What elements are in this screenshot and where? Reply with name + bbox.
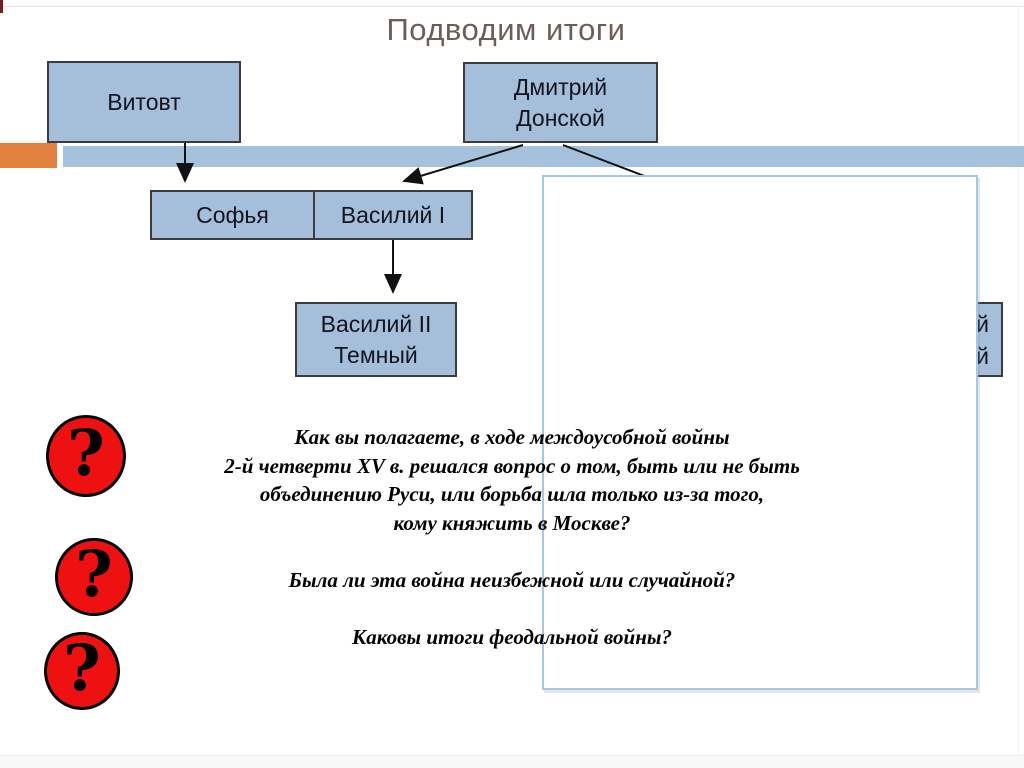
question-mark-icon: ? xyxy=(44,632,120,710)
right-edge-line xyxy=(1018,6,1019,767)
question-mark-icon: ? xyxy=(55,538,133,616)
accent-bar-orange xyxy=(0,143,57,168)
question-mark-glyph: ? xyxy=(67,416,105,491)
tree-box-label-fragment: й xyxy=(976,342,989,369)
question-line: Каковы итоги феодальной войны? xyxy=(352,624,672,649)
question-line: Была ли эта война неизбежной или случайн… xyxy=(288,567,736,592)
question-line: 2-й четверти XV в. решался вопрос о том,… xyxy=(224,453,800,478)
slide-corner-mark xyxy=(0,0,3,13)
tree-box-label: Софья xyxy=(196,201,269,228)
tree-box-vitovt: Витовт xyxy=(47,61,241,143)
tree-box-sofia: Софья xyxy=(150,190,315,240)
tree-box-dmitry-donskoy: Дмитрий Донской xyxy=(463,62,658,143)
accent-bar-blue xyxy=(63,146,1024,167)
tree-box-label: Темный xyxy=(334,341,418,368)
tree-box-label-fragment: й xyxy=(976,310,989,337)
tree-box-label: Дмитрий xyxy=(513,73,608,100)
tree-box-label: Василий I xyxy=(340,201,446,228)
questions-text-block: Как вы полагаете, в ходе междоусобной во… xyxy=(62,423,962,651)
question-line-spacer xyxy=(62,594,962,623)
question-line-spacer xyxy=(62,537,962,566)
page-title: Подводим итоги xyxy=(386,12,626,47)
empty-overlay-box xyxy=(542,175,978,690)
question-line: объединению Руси, или борьба шла только … xyxy=(259,482,765,506)
bottom-footer-strip xyxy=(0,755,1024,768)
tree-box-label: Донской xyxy=(516,104,605,131)
question-mark-glyph: ? xyxy=(75,537,113,612)
tree-box-label: Василий II xyxy=(320,310,432,337)
tree-box-vasily1: Василий I xyxy=(313,190,473,240)
question-line: кому княжить в Москве? xyxy=(393,510,631,535)
question-mark-icon: ? xyxy=(46,415,126,497)
top-divider-line xyxy=(0,6,1024,7)
question-mark-glyph: ? xyxy=(63,631,101,706)
tree-box-vasily2-temny: Василий II Темный xyxy=(295,302,457,377)
question-line: Как вы полагаете, в ходе междоусобной во… xyxy=(294,425,730,449)
tree-box-label: Витовт xyxy=(107,88,181,115)
